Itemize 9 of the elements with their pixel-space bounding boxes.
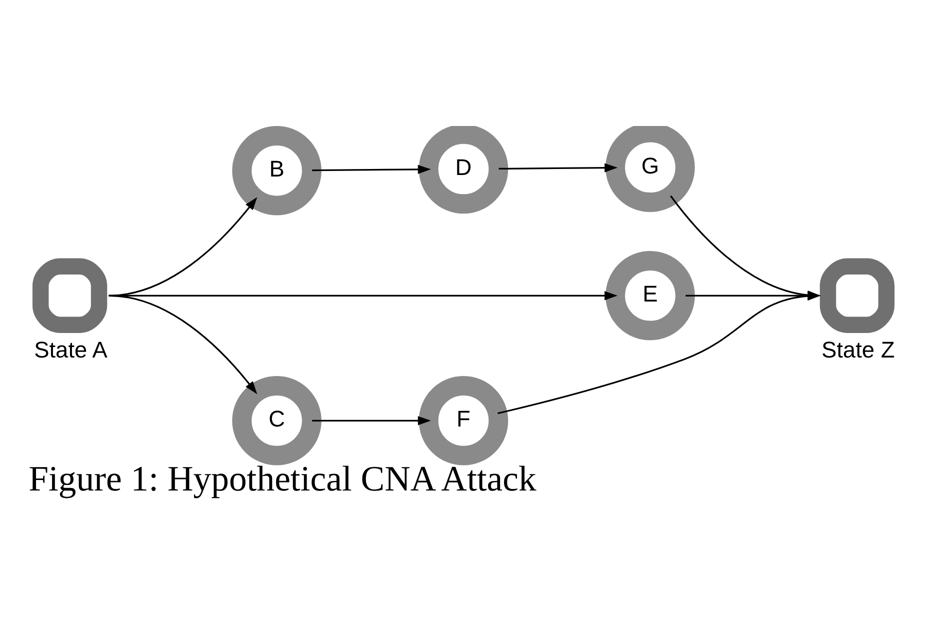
arrow [108, 294, 258, 394]
arrow [498, 163, 618, 172]
arrow [312, 164, 431, 174]
arrow [108, 197, 258, 296]
node-label: State A [34, 336, 108, 363]
node-label: State Z [821, 336, 895, 363]
arrow [312, 416, 431, 426]
node-circle: C [232, 376, 322, 466]
node-circle: B [232, 126, 322, 216]
